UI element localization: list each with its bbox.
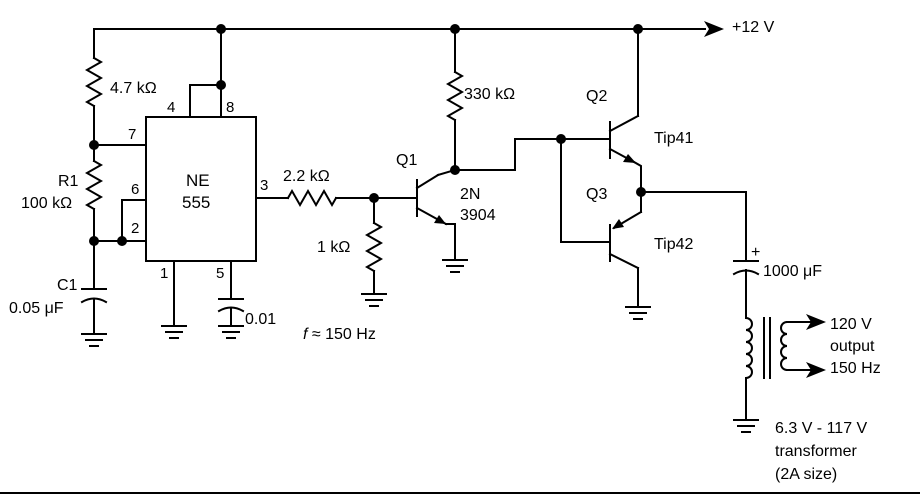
output-line2: output	[830, 338, 875, 355]
resistor-r1	[84, 159, 104, 211]
pin-2-label: 2	[131, 220, 139, 237]
junction-dot	[450, 24, 460, 34]
transistor-q1: 330 kΩ Q1 2N 3904	[396, 28, 515, 273]
q2-name: Q2	[586, 88, 607, 105]
pin-7-label: 7	[128, 126, 136, 143]
ground-q1-icon	[442, 259, 468, 273]
capacitor-out-label: 1000 μF	[763, 263, 822, 280]
pin-8-label: 8	[226, 99, 234, 116]
capacitor-ctrl-label: 0.01	[245, 311, 276, 328]
q1-part-line2: 3904	[460, 207, 496, 224]
supply-label: +12 V	[732, 19, 775, 36]
q2-part: Tip41	[654, 130, 694, 147]
transformer-line2: transformer	[775, 443, 857, 460]
q3-part: Tip42	[654, 236, 694, 253]
driver-link	[454, 138, 611, 243]
output-line3: 150 Hz	[830, 360, 881, 377]
junction-dot	[633, 24, 643, 34]
ground-c1-icon	[81, 333, 107, 347]
frequency-value: ≈ 150 Hz	[312, 326, 376, 343]
capacitor-c1-value: 0.05 μF	[9, 300, 64, 317]
transformer-line3: (2A size)	[775, 466, 837, 483]
pin-5-label: 5	[216, 265, 224, 282]
capacitor-out-polarity: +	[751, 244, 760, 261]
supply-arrow-icon	[704, 21, 724, 37]
junction-dot	[556, 134, 566, 144]
transformer-line1: 6.3 V - 117 V	[775, 420, 868, 437]
frequency-symbol: f	[303, 326, 309, 343]
ground-transformer-icon	[733, 419, 759, 433]
transistor-q2: Q2 Tip41	[586, 28, 694, 193]
ne555-chip: NE 555 4 8 7 6 2 3 1	[93, 28, 289, 339]
ground-q3-icon	[625, 306, 651, 320]
ground-pin1-icon	[161, 325, 187, 339]
frequency-label: f ≈ 150 Hz	[303, 326, 376, 343]
resistor-1k	[364, 221, 384, 273]
q1-name: Q1	[396, 152, 417, 169]
pin-4-label: 4	[167, 99, 175, 116]
ground-1k-icon	[361, 293, 387, 307]
q3-emitter-arrow-icon	[612, 219, 624, 229]
junction-dot	[636, 187, 646, 197]
resistor-4k7-label: 4.7 kΩ	[110, 80, 157, 97]
q2-emitter-arrow-icon	[623, 154, 636, 163]
bottom-rule	[0, 492, 920, 494]
pin-3-label: 3	[260, 177, 268, 194]
resistor-4k7	[84, 56, 104, 108]
output-stage: + 1000 μF 120 V output 150 Hz 6.3 V - 11…	[640, 191, 881, 483]
junction-dot	[450, 165, 460, 175]
ground-pin5-icon	[218, 325, 244, 339]
transistor-q3: Q3 Tip42	[586, 186, 694, 320]
output-arrow-bottom-icon	[806, 362, 826, 378]
output-line1: 120 V	[830, 316, 872, 333]
q1-part-line1: 2N	[460, 186, 480, 203]
junction-dot	[369, 193, 379, 203]
output-arrow-top-icon	[806, 314, 826, 330]
ne555-line2: 555	[182, 193, 210, 212]
junction-dot	[117, 236, 127, 246]
timing-network: 4.7 kΩ R1 100 kΩ C1 0.05 μF	[9, 28, 157, 347]
resistor-2k2-label: 2.2 kΩ	[283, 168, 330, 185]
transformer-secondary-coil	[780, 320, 789, 372]
resistor-r1-name: R1	[58, 173, 79, 190]
junction-dot	[89, 236, 99, 246]
resistor-330k-label: 330 kΩ	[464, 86, 515, 103]
ne555-line1: NE	[186, 171, 210, 190]
supply-rail: +12 V	[93, 19, 775, 37]
resistor-1k-label: 1 kΩ	[317, 239, 350, 256]
junction-dot	[89, 140, 99, 150]
transformer-primary-coil	[744, 316, 753, 380]
pin-6-label: 6	[131, 181, 139, 198]
junction-dot	[216, 24, 226, 34]
capacitor-c1-name: C1	[57, 277, 78, 294]
junction-dots	[89, 24, 646, 246]
q1-emitter-arrow-icon	[434, 215, 446, 224]
resistor-r1-value: 100 kΩ	[21, 195, 72, 212]
q3-name: Q3	[586, 186, 607, 203]
base-drive: 2.2 kΩ 1 kΩ f ≈ 150 Hz	[283, 168, 418, 343]
resistor-330k	[445, 70, 465, 122]
junction-dot	[216, 80, 226, 90]
pin-1-label: 1	[160, 265, 168, 282]
resistor-2k2	[286, 188, 338, 208]
